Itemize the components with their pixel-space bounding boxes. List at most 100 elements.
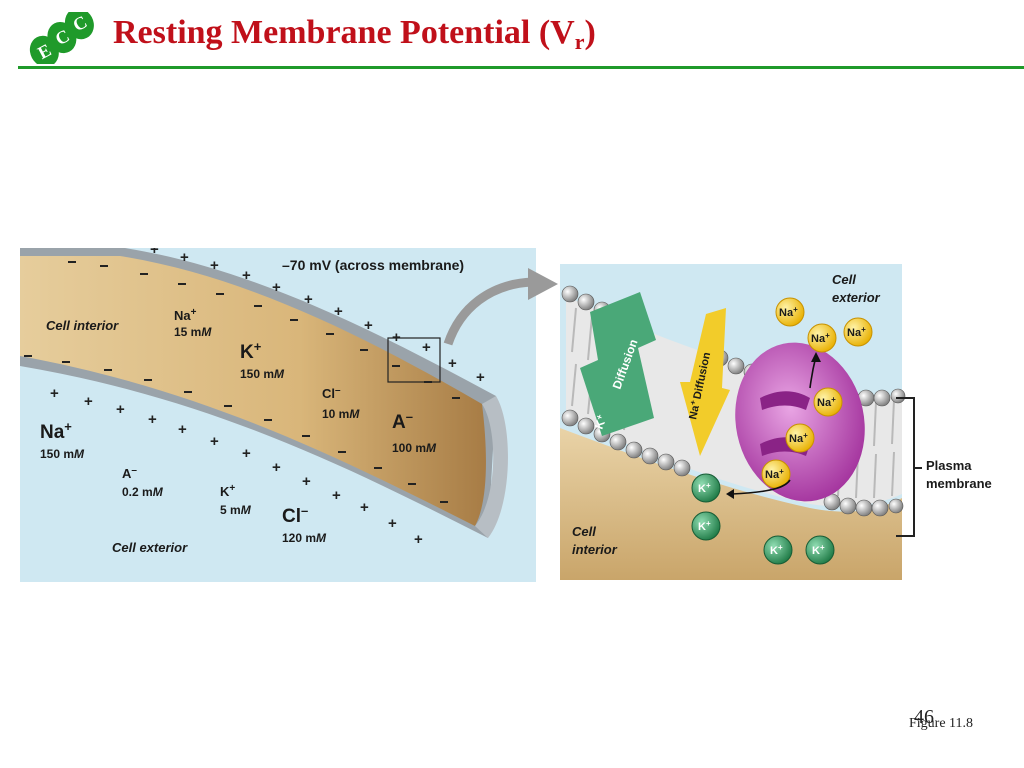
svg-text:+: + (364, 317, 373, 334)
ion-name: A (392, 412, 406, 433)
ion-conc: 120 m (282, 531, 316, 545)
svg-text:Na+: Na+ (40, 419, 72, 443)
inside-k: K+ 150 mM (240, 339, 285, 381)
ion-unit: M (316, 531, 327, 545)
title-rule (18, 66, 1024, 69)
ion-charge: – (406, 409, 413, 424)
svg-text:15 mM: 15 mM (174, 325, 212, 339)
plasma-membrane-line1: Plasma (926, 458, 972, 473)
k-ion: K+ (805, 535, 835, 565)
na-ions: Na+ Na+ Na+ Na+ Na+ Na+ (761, 297, 873, 489)
ion-conc: 5 m (220, 503, 241, 517)
svg-text:+: + (448, 355, 457, 372)
membrane-end-cap (475, 396, 508, 538)
zoom-arrow (443, 268, 558, 346)
outside-cl: Cl– 120 mM (282, 503, 327, 545)
na-ion: Na+ (761, 459, 791, 489)
svg-text:+: + (150, 248, 159, 258)
plasma-membrane-bracket (896, 397, 922, 537)
svg-text:+: + (242, 445, 251, 462)
na-ion: Na+ (785, 423, 815, 453)
right-panel: Diffusion K+ Na+Diffusion Na+ Na+ Na+ Na… (560, 264, 906, 580)
left-cell-interior-label: Cell interior (46, 318, 119, 333)
ion-charge: + (229, 483, 235, 494)
interior-negative-charges (24, 261, 460, 503)
svg-text:+: + (334, 303, 343, 320)
ion-charge: – (301, 503, 308, 518)
ion-unit: M (274, 367, 285, 381)
na-ion: Na+ (807, 323, 837, 353)
svg-text:+: + (332, 487, 341, 504)
exterior-positive-charges: +++ +++ +++ +++ +++ +++ +++ +++ + (50, 248, 485, 548)
svg-text:100 mM: 100 mM (392, 441, 437, 455)
k-ions: K+ K+ K+ K+ (691, 473, 835, 565)
title-main: Resting Membrane Potential (V (113, 14, 575, 51)
svg-text:150 mM: 150 mM (40, 447, 85, 461)
k-ion: K+ (691, 511, 721, 541)
right-cell-interior-line1: Cell (572, 524, 596, 539)
na-ion: Na+ (775, 297, 805, 327)
ion-name: Cl (322, 386, 335, 401)
slide-title: Resting Membrane Potential (Vr) (113, 16, 596, 53)
svg-text:+: + (414, 531, 423, 548)
svg-text:K+: K+ (812, 543, 825, 557)
svg-text:K+: K+ (770, 543, 783, 557)
svg-text:Na+: Na+ (789, 431, 808, 445)
k-ion: K+ (691, 473, 721, 503)
figure-reference: Figure 11.8 (909, 716, 974, 731)
svg-text:0.2 mM: 0.2 mM (122, 485, 164, 499)
svg-text:K+: K+ (698, 519, 711, 533)
svg-text:+: + (180, 249, 189, 266)
page-number: 46 (914, 706, 934, 728)
outside-na: Na+ 150 mM (40, 419, 85, 461)
pump-out-arrowhead (811, 352, 821, 362)
svg-text:+: + (178, 421, 187, 438)
svg-text:5 mM: 5 mM (220, 503, 252, 517)
left-cell-exterior-label: Cell exterior (112, 540, 188, 555)
ion-unit: M (201, 325, 212, 339)
na-ion: Na+ (813, 387, 843, 417)
k-diffusion-arrow (580, 292, 656, 436)
ion-name: A (122, 466, 132, 481)
svg-text:+: + (304, 291, 313, 308)
svg-text:+: + (210, 433, 219, 450)
title-close: ) (584, 14, 596, 51)
ion-conc: 15 m (174, 325, 201, 339)
svg-text:Na+: Na+ (779, 305, 798, 319)
outside-k: K+ 5 mM (220, 483, 252, 517)
ion-unit: M (349, 407, 360, 421)
svg-text:+: + (388, 515, 397, 532)
right-cell-exterior-line2: exterior (832, 290, 881, 305)
svg-text:150 mM: 150 mM (240, 367, 285, 381)
ion-charge: + (254, 339, 262, 354)
svg-text:K+: K+ (698, 481, 711, 495)
svg-text:+: + (476, 369, 485, 386)
svg-text:+: + (84, 393, 93, 410)
svg-text:+: + (210, 257, 219, 274)
pump-in-arrowhead (726, 489, 734, 499)
right-cell-exterior-line1: Cell (832, 272, 856, 287)
ion-charge: – (335, 385, 341, 396)
svg-text:Na+: Na+ (847, 325, 866, 339)
ion-charge: – (131, 465, 137, 476)
ion-charge: + (191, 307, 197, 318)
inside-a: A– 100 mM (392, 409, 437, 455)
ion-unit: M (426, 441, 437, 455)
svg-text:Na+: Na+ (174, 307, 197, 323)
membrane-figure: +++ +++ +++ +++ +++ +++ +++ +++ + –70 mV… (20, 248, 992, 582)
ion-name: K (240, 342, 254, 363)
svg-text:+: + (422, 339, 431, 356)
svg-text:Na+: Na+ (811, 331, 830, 345)
ion-charge: + (64, 419, 72, 434)
ion-conc: 150 m (40, 447, 74, 461)
zoom-box (387, 337, 441, 383)
svg-text:A–: A– (122, 465, 137, 481)
svg-text:+: + (360, 499, 369, 516)
svg-text:K+: K+ (240, 339, 262, 363)
svg-text:120 mM: 120 mM (282, 531, 327, 545)
svg-text:10 mM: 10 mM (322, 407, 360, 421)
left-panel: +++ +++ +++ +++ +++ +++ +++ +++ + –70 mV… (20, 248, 536, 582)
inside-cl: Cl– 10 mM (322, 385, 360, 421)
na-diffusion-arrow (680, 308, 730, 456)
ion-conc: 0.2 m (122, 485, 153, 499)
